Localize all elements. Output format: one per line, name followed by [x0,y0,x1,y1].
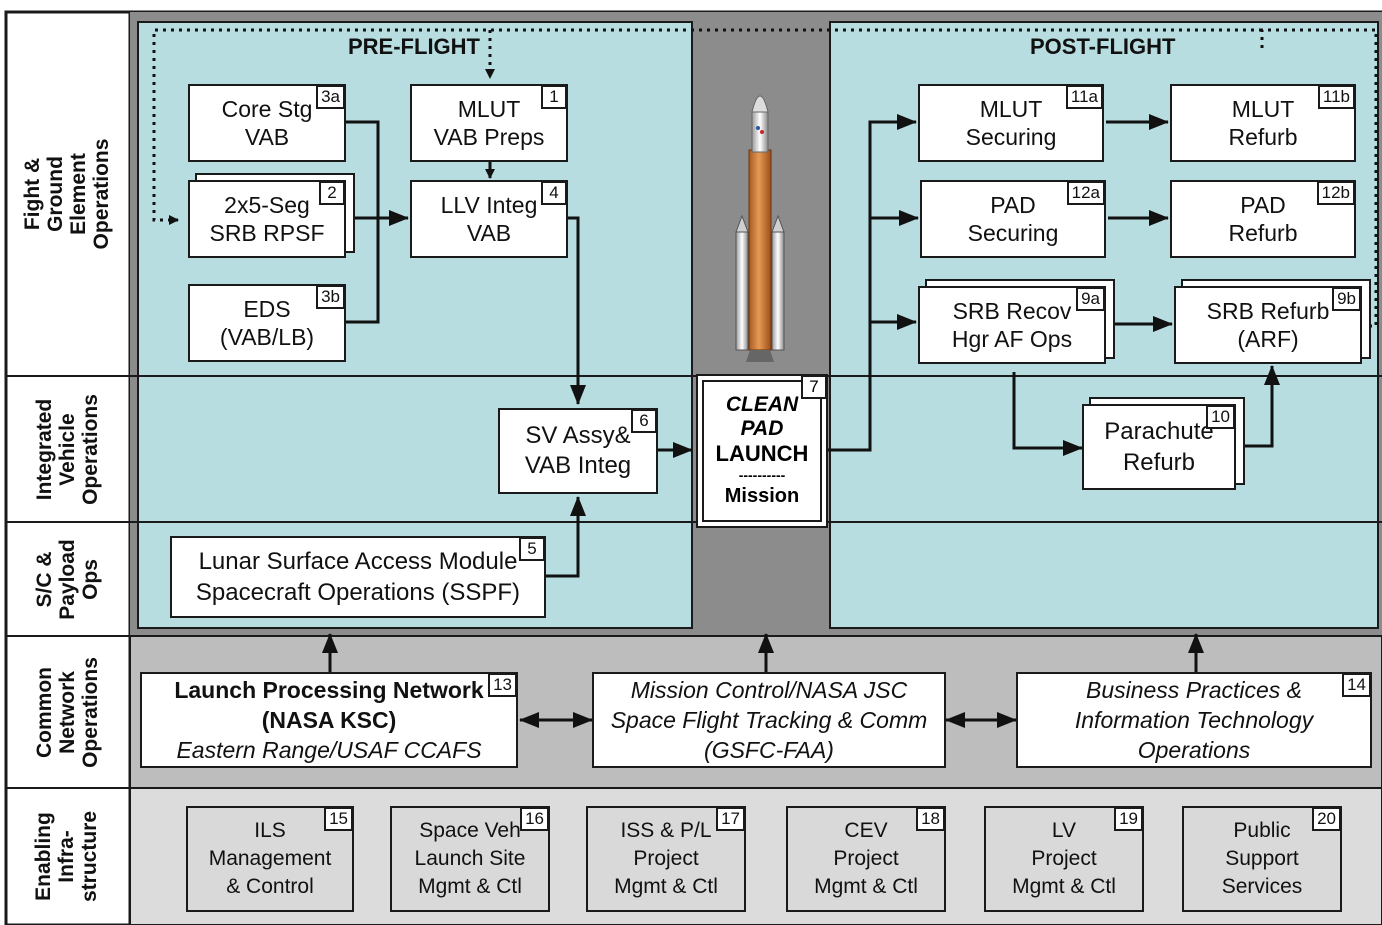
box-9b-srb-refurb: 9b SRB Refurb(ARF) [1174,286,1362,364]
row-label-enabling: Enabling Infra- structure [6,788,128,925]
row-label-integrated-vehicle: Integrated Vehicle Operations [6,376,128,522]
box-7-clean-pad-launch: CLEAN PAD LAUNCH ---------- Mission 7 [696,374,828,528]
box-mission-control: Mission Control/NASA JSC Space Flight Tr… [592,672,946,768]
box-13-launch-processing-network: 13 Launch Processing Network (NASA KSC) … [140,672,518,768]
box-14-business-practices: 14 Business Practices & Information Tech… [1016,672,1372,768]
row-label-sc-payload: S/C & Payload Ops [6,522,128,636]
pre-flight-title: PRE-FLIGHT [348,34,480,60]
row-label-common-network: Common Network Operations [6,636,128,788]
box-6-sv-assy: 6 SV Assy&VAB Integ [498,408,658,494]
post-flight-title: POST-FLIGHT [1030,34,1175,60]
box-3b-eds: 3b EDS(VAB/LB) [188,284,346,362]
row-label-flight-ground: Fight & Ground Element Operations [6,12,128,376]
